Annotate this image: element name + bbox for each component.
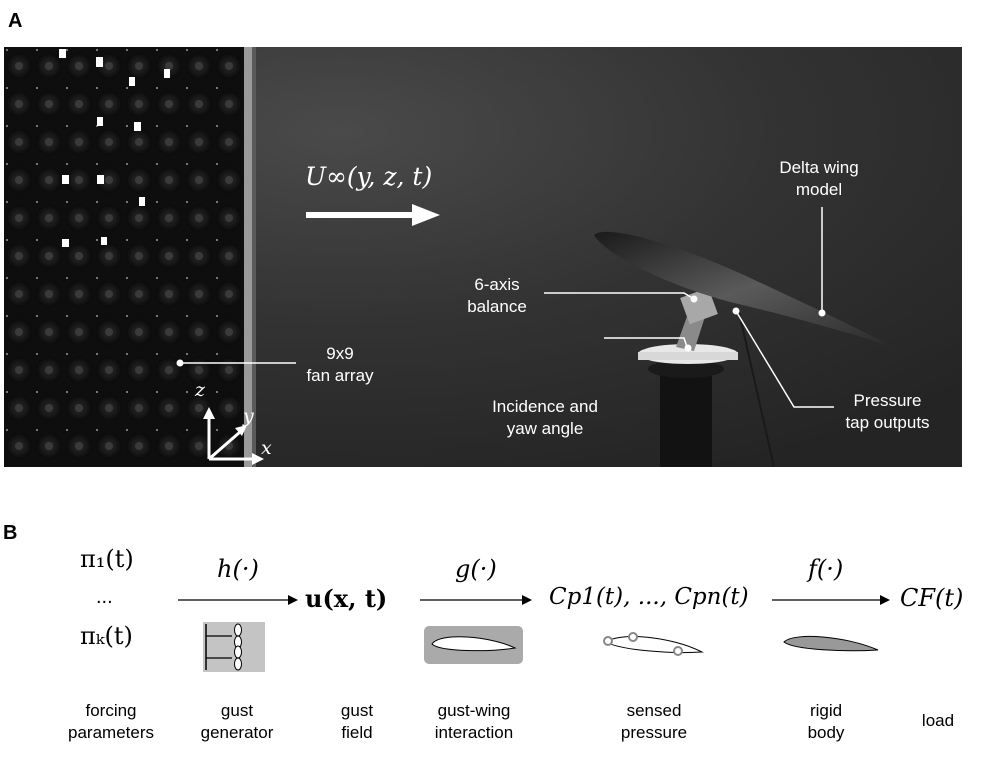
- fan-frame: [244, 47, 252, 467]
- pressure-symbols: Cp1(t), ..., Cpn(t): [549, 584, 749, 610]
- caption-gust-field: gust field: [340, 701, 374, 742]
- delta-wing: [594, 231, 892, 347]
- caption-gust-wing: gust-wing interaction: [434, 701, 514, 742]
- panel-a-letter: A: [8, 10, 23, 32]
- forcing-ellipsis: ...: [96, 586, 113, 608]
- caption-load: load: [921, 711, 955, 730]
- fan-markers: [59, 49, 170, 247]
- delta-wing-label: Delta wing model: [779, 158, 859, 199]
- balance-label: 6-axis balance: [467, 275, 527, 316]
- gust-generator-icon: [203, 622, 265, 672]
- forcing-top: π₁(t): [80, 545, 134, 573]
- axis-z-label: z: [195, 379, 206, 401]
- operator-f: f(·): [808, 555, 844, 583]
- axis-y-label: y: [243, 405, 254, 427]
- gust-field-symbol: u(x, t): [305, 584, 388, 613]
- fan-array-label: 9x9 fan array: [306, 344, 374, 385]
- gust-wing-icon: [424, 626, 523, 664]
- panel-b-letter: B: [3, 522, 18, 544]
- caption-rigid-body: rigid body: [807, 701, 845, 742]
- coordinate-axes: [207, 417, 254, 461]
- operator-g: g(·): [455, 555, 497, 583]
- caption-sensed-pressure: sensed pressure: [620, 701, 688, 742]
- operator-h: h(·): [217, 555, 259, 583]
- load-symbol: CF(t): [900, 584, 964, 612]
- fan-array-wall: [4, 47, 244, 467]
- incidence-label: Incidence and yaw angle: [492, 397, 598, 438]
- sensed-pressure-icon: [603, 632, 704, 656]
- wind-tunnel-photo: [4, 47, 962, 467]
- block-diagram: [178, 595, 890, 672]
- rigid-body-icon: [783, 635, 879, 652]
- caption-forcing: forcing parameters: [68, 701, 154, 742]
- leader-lines: [182, 207, 834, 408]
- axis-x-label: x: [261, 437, 272, 459]
- velocity-label: U∞(y, z, t): [305, 162, 433, 191]
- stand-column: [660, 367, 712, 467]
- forcing-bottom: πₖ(t): [80, 622, 133, 650]
- caption-gust-generator: gust generator: [200, 701, 274, 742]
- pressure-tap-label: Pressure tap outputs: [845, 391, 930, 432]
